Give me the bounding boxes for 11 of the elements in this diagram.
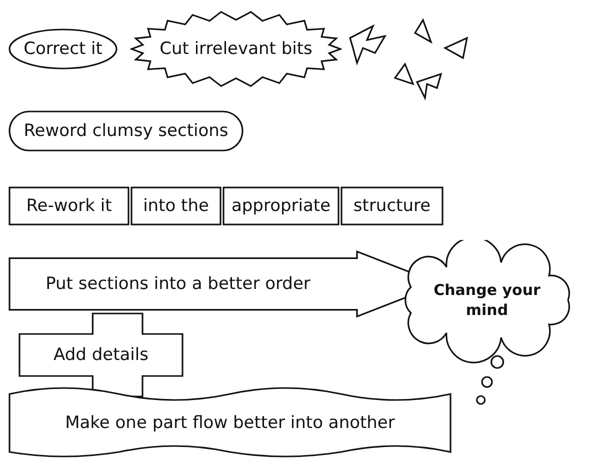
shape-label: Reword clumsy sections (24, 121, 228, 141)
shape-label: Change your mind (432, 280, 542, 320)
shape-label: Cut irrelevant bits (160, 39, 312, 59)
shape-label: appropriate (231, 196, 331, 216)
shape-label: Re-work it (26, 196, 112, 216)
shape-label: Add details (54, 345, 148, 365)
shape-label: Correct it (24, 39, 102, 59)
shape-label: Put sections into a better order (46, 274, 310, 294)
shape-label: Make one part flow better into another (65, 413, 395, 433)
shape-label: structure (353, 196, 431, 216)
shape-label: into the (143, 196, 209, 216)
